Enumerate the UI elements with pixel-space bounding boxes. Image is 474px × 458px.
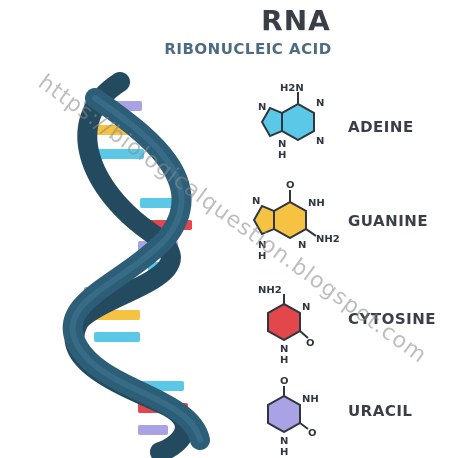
cytosine-o-label: O [306, 338, 315, 349]
uracil-structure: O NH O N H [267, 376, 319, 458]
guanine-n-label: N [298, 240, 306, 251]
helix-strands [62, 72, 210, 458]
adenine-n-label: N [258, 102, 266, 113]
cytosine-n-label: N [302, 302, 310, 313]
base-name-uracil: URACIL [348, 402, 413, 420]
helix-strand-highlight [69, 95, 203, 443]
base-name-adenine: ADEINE [348, 118, 414, 136]
base-name-cytosine: CYTOSINE [348, 310, 437, 328]
adenine-nh2-label: H2N [280, 83, 304, 94]
guanine-n-label: N [252, 196, 260, 207]
adenine-h-label: H [278, 150, 286, 160]
rung-adenine [94, 332, 140, 342]
guanine-o-label: O [286, 180, 295, 191]
adenine-n-label: N [316, 98, 324, 109]
adenine-structure: H2N N N N N H [258, 83, 324, 160]
rung-uracil [138, 425, 168, 435]
adenine-n-label: N [316, 136, 324, 147]
rung-adenine [92, 149, 144, 159]
cytosine-h-label: H [280, 355, 288, 366]
page-title: RNA [261, 4, 331, 37]
uracil-h-label: H [280, 447, 288, 458]
adenine-hexagon [281, 102, 315, 142]
adenine-pentagon [260, 106, 283, 138]
page-subtitle: RIBONUCLEIC ACID [164, 40, 332, 58]
uracil-n-label: N [280, 436, 288, 447]
uracil-hexagon [267, 394, 301, 434]
guanine-structure: O NH N N NH2 N H [252, 180, 340, 260]
adenine-n-label: N [278, 139, 286, 150]
guanine-nh2-label: NH2 [316, 234, 340, 245]
guanine-pentagon [252, 204, 275, 236]
cytosine-hexagon [267, 302, 301, 342]
guanine-nh-label: NH [308, 198, 325, 209]
cytosine-n-label: N [280, 344, 288, 355]
base-name-guanine: GUANINE [348, 212, 429, 230]
guanine-n-label: N [258, 240, 266, 251]
cytosine-nh2-label: NH2 [258, 285, 282, 296]
uracil-nh-label: NH [302, 394, 319, 405]
guanine-hexagon [273, 200, 307, 240]
cytosine-structure: NH2 N O N H [258, 285, 315, 366]
uracil-o-label: O [308, 428, 317, 439]
guanine-h-label: H [258, 251, 266, 260]
uracil-o-label: O [280, 376, 289, 387]
